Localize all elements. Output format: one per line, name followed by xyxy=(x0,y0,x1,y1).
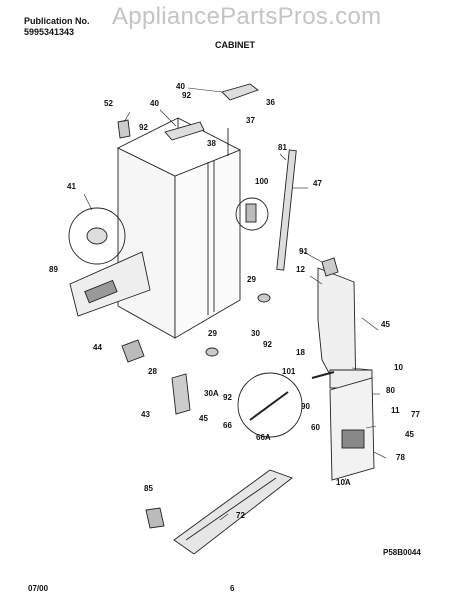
callout-label: 47 xyxy=(313,179,322,188)
callout-label: 91 xyxy=(299,247,308,256)
callout-labels: 40 92 36 52 40 37 92 38 81 100 47 41 91 … xyxy=(49,82,420,520)
watermark: AppliancePartsPros.com xyxy=(112,3,382,30)
callout-label: 81 xyxy=(278,143,287,152)
cabinet-shell xyxy=(116,117,242,339)
callout-label: 44 xyxy=(93,343,102,352)
toe-grille xyxy=(173,469,293,555)
drawing-code: P58B0044 xyxy=(383,548,421,557)
callout-label: 80 xyxy=(386,386,395,395)
callout-label: 29 xyxy=(247,275,256,284)
callout-label: 45 xyxy=(381,320,390,329)
callout-label: 78 xyxy=(396,453,405,462)
callout-label: 100 xyxy=(255,177,269,186)
section-title: CABINET xyxy=(215,40,255,50)
callout-label: 92 xyxy=(263,340,272,349)
callout-label: 18 xyxy=(296,348,305,357)
callout-label: 77 xyxy=(411,410,420,419)
detail-circle-66 xyxy=(237,372,303,438)
callout-label: 40 xyxy=(176,82,185,91)
front-panel xyxy=(329,377,375,481)
publication-number: 5995341343 xyxy=(24,27,75,37)
callout-label: 12 xyxy=(296,265,305,274)
callout-label: 36 xyxy=(266,98,275,107)
callout-label: 89 xyxy=(49,265,58,274)
detail-circle-41 xyxy=(68,207,126,265)
callout-label: 11 xyxy=(391,406,400,415)
callout-label: 45 xyxy=(199,414,208,423)
callout-label: 72 xyxy=(236,511,245,520)
publication-label: Publication No. xyxy=(24,16,90,26)
callout-label: 30A xyxy=(204,389,219,398)
callout-label: 60 xyxy=(311,423,320,432)
callout-label: 52 xyxy=(104,99,113,108)
callout-label: 28 xyxy=(148,367,157,376)
footer-date: 07/00 xyxy=(28,584,49,593)
page-number: 6 xyxy=(230,584,235,593)
callout-label: 92 xyxy=(139,123,148,132)
callout-label: 10A xyxy=(336,478,351,487)
callout-label: 29 xyxy=(208,329,217,338)
callout-label: 30 xyxy=(251,329,260,338)
callout-label: 66A xyxy=(256,433,271,442)
callout-label: 38 xyxy=(207,139,216,148)
callout-label: 37 xyxy=(246,116,255,125)
callout-label: 41 xyxy=(67,182,76,191)
callout-label: 66 xyxy=(223,421,232,430)
callout-label: 45 xyxy=(405,430,414,439)
callout-label: 101 xyxy=(282,367,296,376)
callout-label: 10 xyxy=(394,363,403,372)
callout-label: 90 xyxy=(301,402,310,411)
callout-label: 92 xyxy=(182,91,191,100)
detail-circle-100 xyxy=(235,197,269,231)
callout-label: 43 xyxy=(141,410,150,419)
callout-label: 85 xyxy=(144,484,153,493)
callout-label: 92 xyxy=(223,393,232,402)
callout-label: 40 xyxy=(150,99,159,108)
